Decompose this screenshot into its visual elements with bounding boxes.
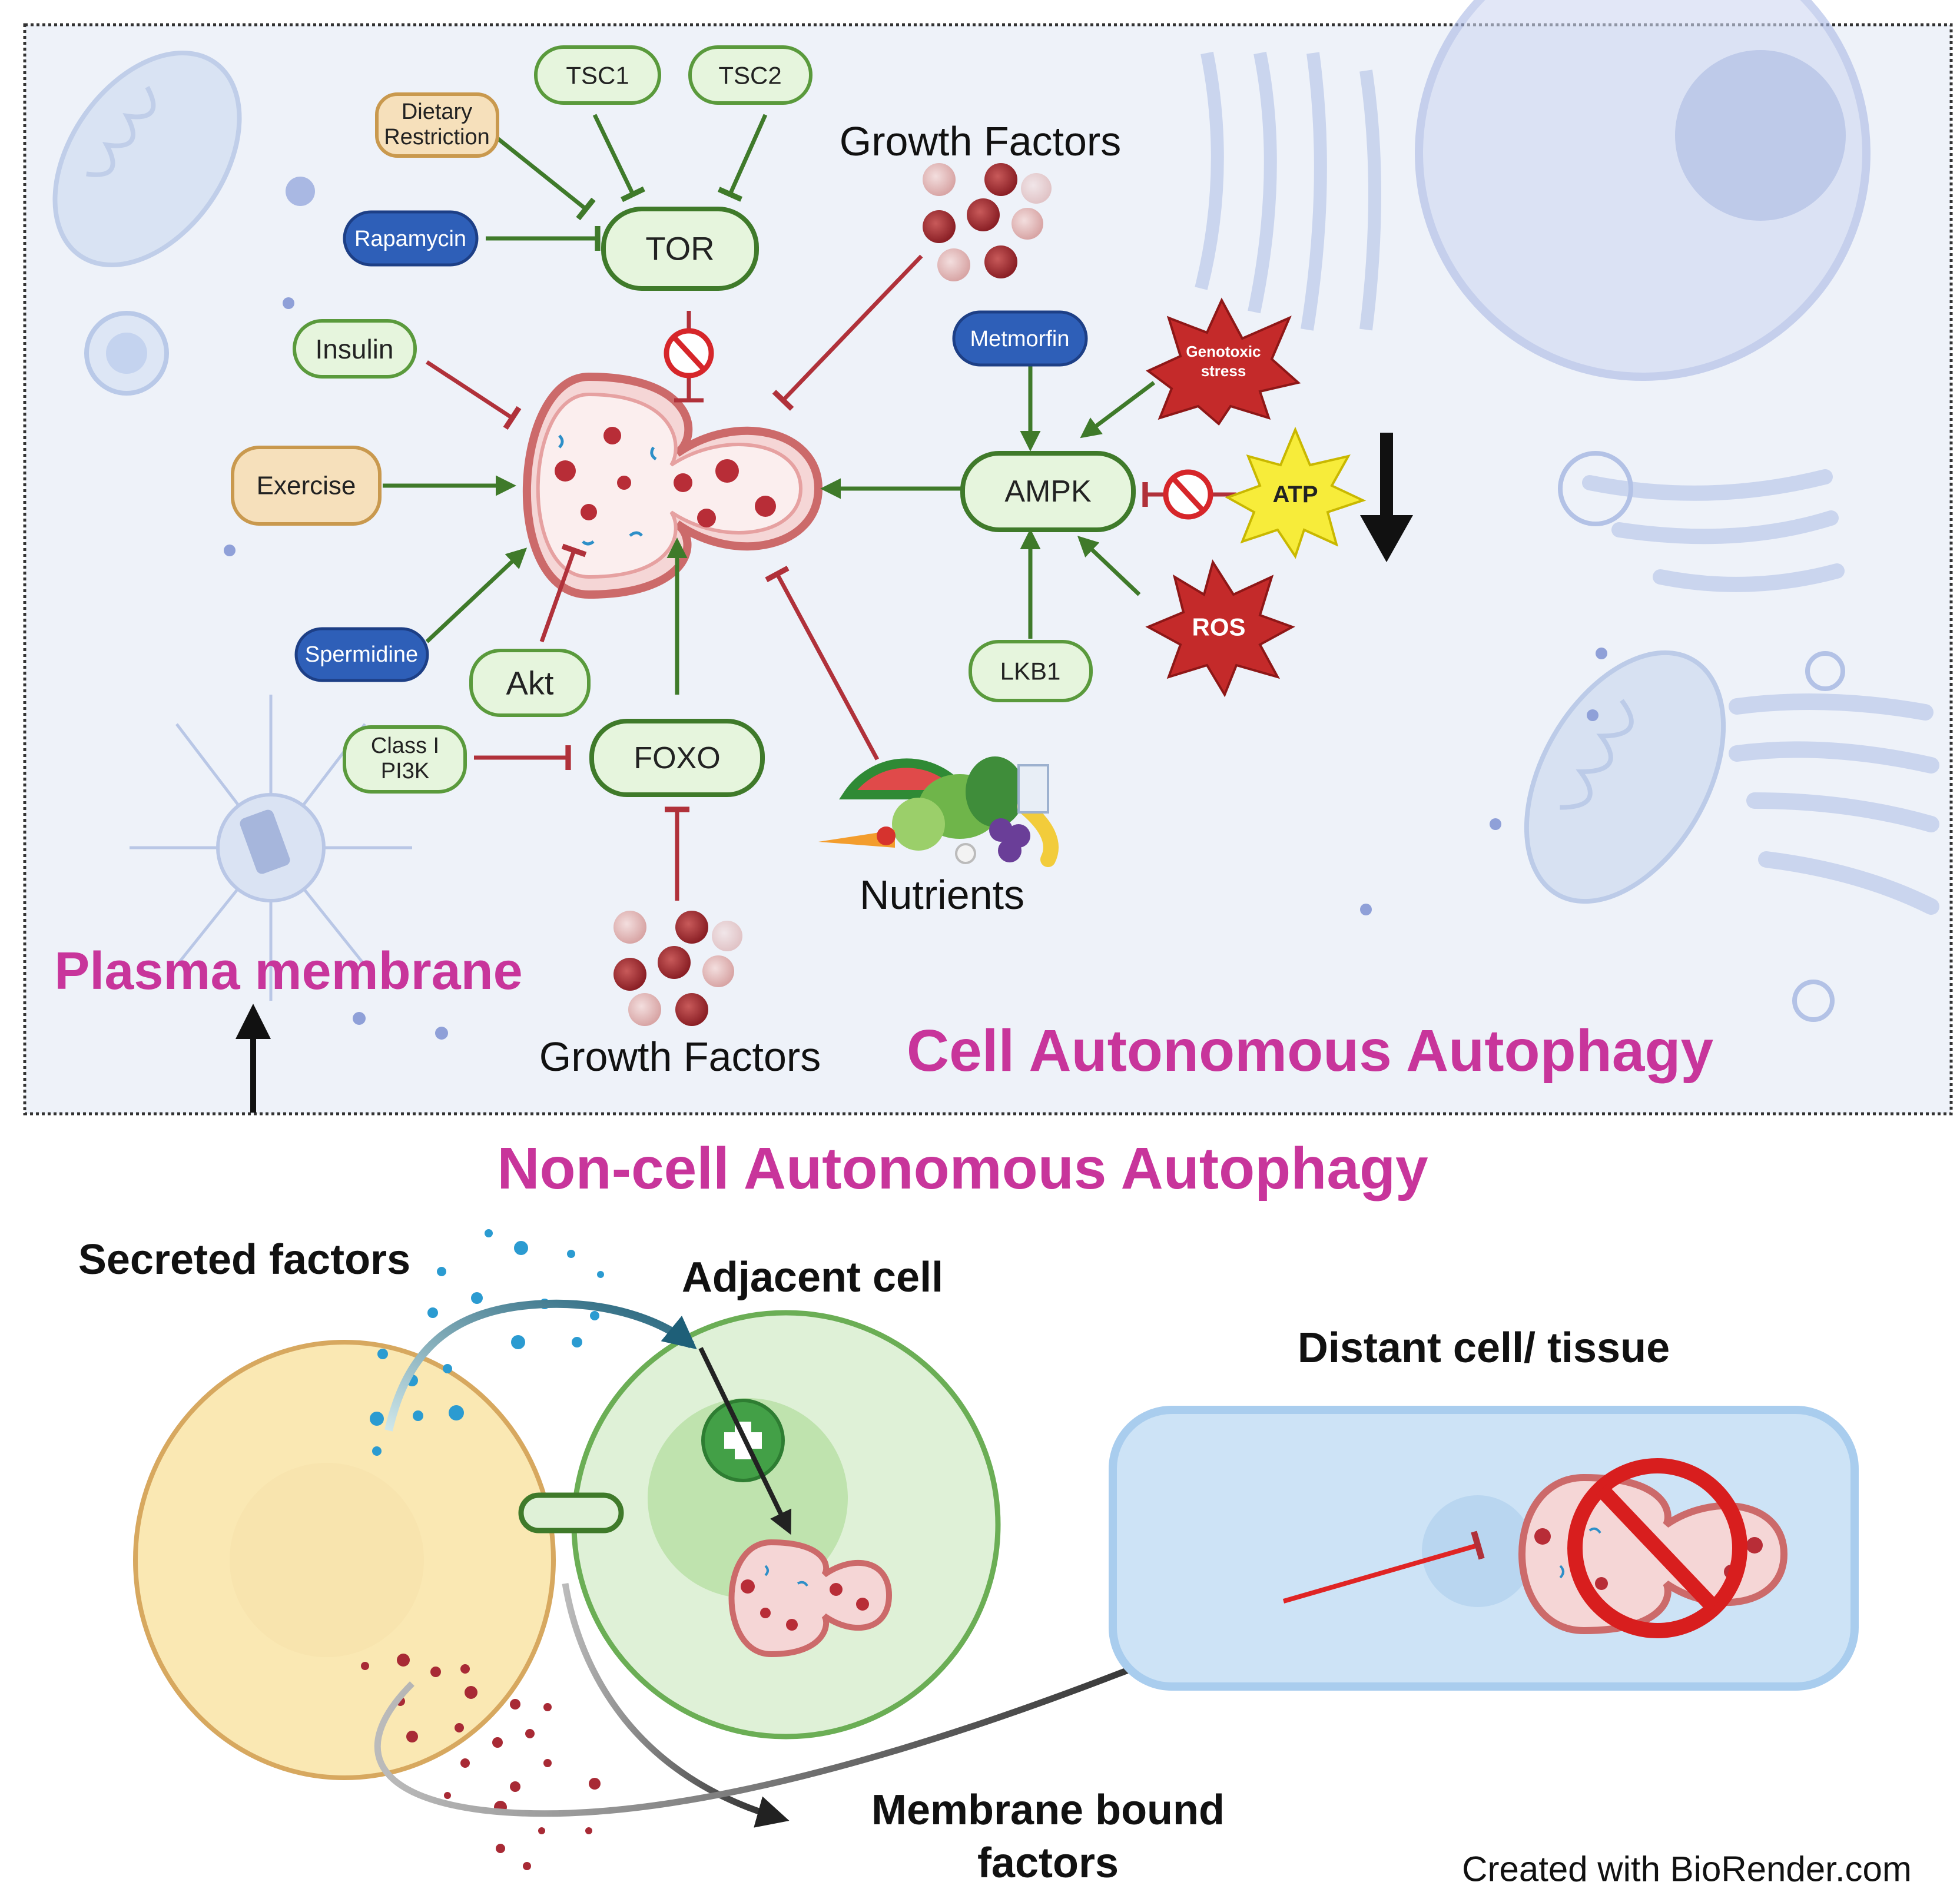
activation-arrow-to-autophagosome (698, 1347, 792, 1535)
secreted-factors-dots (370, 1229, 604, 1456)
nutrients-label: Nutrients (860, 872, 1024, 918)
adjacent-cell-label: Adjacent cell (682, 1254, 943, 1301)
growth-factors-bottom-icon (613, 911, 742, 1026)
growth-factors-top-label: Growth Factors (840, 118, 1121, 164)
upper-panel: TSC1 TSC2 Dietary Restriction Rapamycin … (23, 0, 1953, 1116)
membrane-bound-arrow (562, 1583, 790, 1828)
autophagosome-central (523, 372, 823, 599)
secreted-factors-label: Secreted factors (78, 1236, 410, 1283)
autophagy-block-icon (664, 311, 714, 403)
small-vesicle-icon (286, 177, 315, 206)
node-lkb1: LKB1 (969, 640, 1093, 702)
biorender-credit: Created with BioRender.com (1462, 1850, 1912, 1889)
small-vesicle-icon (1792, 980, 1835, 1022)
atp-label: ATP (1272, 482, 1318, 507)
upper-panel-title: Cell Autonomous Autophagy (907, 1018, 1714, 1084)
genotoxic-stress-starburst: Genotoxic stress (1146, 297, 1301, 426)
lkb1-label: LKB1 (1000, 658, 1061, 685)
dot-icon (1360, 904, 1372, 915)
distant-signal-arrow (374, 1614, 1261, 1817)
mitochondrion-top-left (52, 50, 242, 268)
akt-label: Akt (506, 665, 554, 702)
plasma-membrane-arrow (236, 1004, 271, 1113)
lower-panel: Non-cell Autonomous Autophagy (78, 1136, 1912, 1889)
distant-cell-label: Distant cell/ tissue (1298, 1325, 1670, 1372)
class-pi3k-label-line2: PI3K (381, 759, 429, 784)
atp-starburst: ATP (1225, 426, 1367, 559)
dot-icon (283, 297, 294, 309)
dot-icon (353, 1012, 366, 1025)
ros-label: ROS (1192, 613, 1245, 641)
node-metformin: Metmorfin (952, 310, 1088, 367)
tsc1-label: TSC1 (566, 62, 629, 89)
tor-label: TOR (645, 230, 714, 267)
node-tsc2: TSC2 (688, 45, 812, 105)
centrosome-icon (130, 695, 412, 1001)
growth-factors-bottom-label: Growth Factors (539, 1034, 821, 1080)
lower-panel-title: Non-cell Autonomous Autophagy (497, 1136, 1428, 1201)
dot-icon (1596, 648, 1607, 659)
spermidine-label: Spermidine (305, 642, 418, 667)
tsc2-label: TSC2 (718, 62, 781, 89)
node-dietary-restriction: Dietary Restriction (375, 92, 499, 158)
metformin-label: Metmorfin (970, 327, 1070, 351)
plasma-membrane-label: Plasma membrane (54, 942, 522, 1001)
dietary-restriction-label-line2: Restriction (384, 125, 490, 150)
atp-block-icon (1163, 469, 1213, 520)
class-pi3k-label-line1: Class I (371, 733, 439, 758)
ros-starburst: ROS (1145, 559, 1295, 698)
genotoxic-label-line2: stress (1201, 362, 1246, 380)
rapamycin-label: Rapamycin (354, 227, 466, 251)
autophagosome-adjacent (728, 1539, 893, 1658)
dietary-restriction-label-line1: Dietary (402, 99, 472, 124)
node-rapamycin: Rapamycin (343, 210, 479, 267)
growth-factors-top-icon (923, 163, 1052, 281)
membrane-bound-label-line1: Membrane bound (871, 1787, 1225, 1834)
no-autophagy-icon (1567, 1458, 1747, 1638)
mitochondrion-right (1524, 650, 1726, 904)
secreted-factors-arrow (384, 1299, 697, 1432)
vesicle-icon (106, 333, 147, 374)
membrane-bound-connector (518, 1492, 624, 1533)
signaling-cell (133, 1340, 556, 1780)
ampk-label: AMPK (1004, 474, 1092, 509)
foxo-label: FOXO (634, 741, 720, 775)
node-foxo: FOXO (589, 719, 765, 797)
node-insulin: Insulin (293, 319, 417, 379)
genotoxic-label-line1: Genotoxic (1186, 343, 1261, 360)
node-exercise: Exercise (231, 446, 382, 526)
small-vesicle-icon (1558, 451, 1633, 526)
nutrients-food-icon (818, 756, 1059, 867)
membrane-bound-label-line2: factors (977, 1840, 1119, 1887)
membrane-factor-dots (361, 1654, 601, 1870)
insulin-label: Insulin (316, 334, 394, 364)
exercise-label: Exercise (257, 472, 356, 500)
dot-icon (1490, 818, 1501, 830)
inhibition-line-distant (1282, 1531, 1485, 1604)
small-vesicle-icon (1805, 651, 1845, 691)
node-class-i-pi3k: Class I PI3K (343, 725, 467, 794)
dot-icon (224, 545, 236, 556)
nucleus-background (1195, 0, 1939, 915)
dot-icon (435, 1027, 448, 1040)
node-ampk: AMPK (960, 451, 1136, 532)
node-akt: Akt (469, 649, 591, 717)
node-tsc1: TSC1 (534, 45, 661, 105)
dot-icon (1587, 709, 1598, 721)
node-tor: TOR (601, 207, 759, 291)
atp-decrease-arrow (1360, 433, 1413, 562)
node-spermidine: Spermidine (294, 627, 429, 682)
